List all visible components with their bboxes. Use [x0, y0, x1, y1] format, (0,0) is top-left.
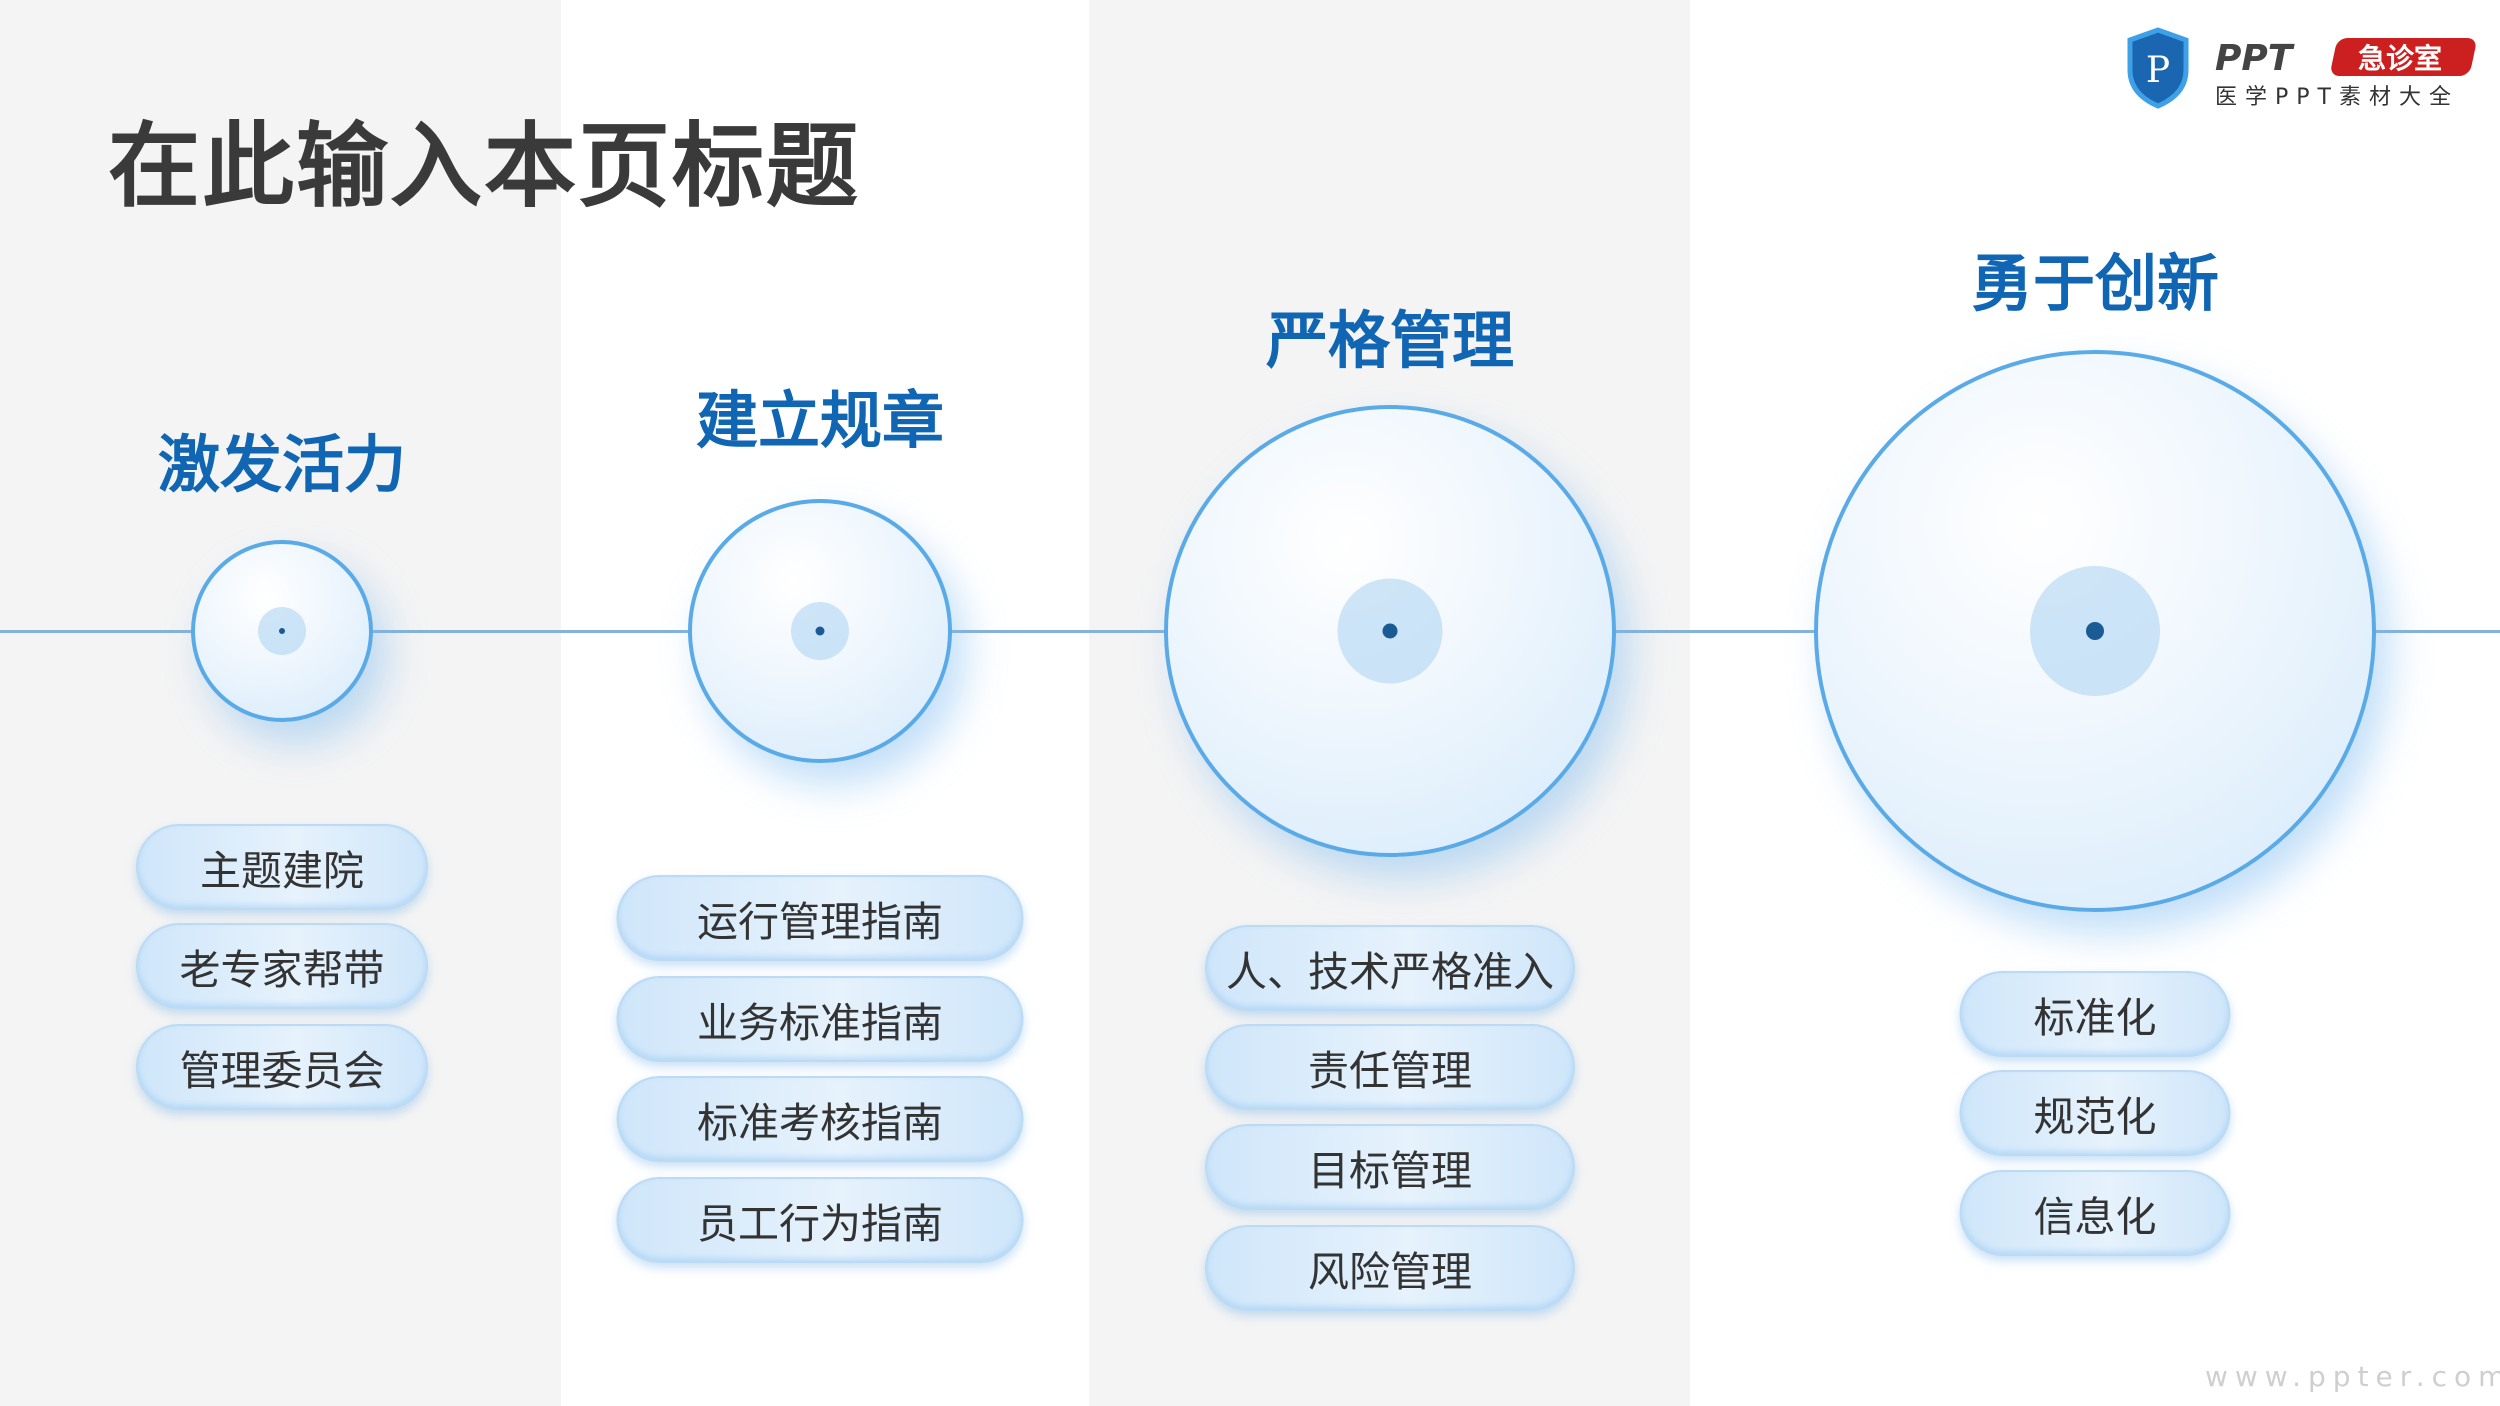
svg-text:PPT: PPT	[2215, 38, 2295, 79]
center-dot	[1382, 623, 1398, 639]
stage-circle	[1814, 350, 2376, 912]
svg-text:医学PPT素材大全: 医学PPT素材大全	[2215, 85, 2459, 110]
item-pill: 员工行为指南	[616, 1177, 1024, 1263]
center-dot	[815, 626, 825, 636]
column-heading: 建立规章	[695, 384, 945, 457]
column-heading: 激发活力	[157, 428, 407, 501]
item-pill: 人、技术严格准入	[1205, 925, 1575, 1011]
logo: P PPT 急诊室 医学PPT素材大全	[2127, 27, 2476, 110]
item-pill: 标准考核指南	[616, 1076, 1024, 1162]
item-pill: 目标管理	[1205, 1124, 1575, 1210]
item-pill: 运行管理指南	[616, 875, 1024, 961]
svg-text:P: P	[2146, 50, 2170, 91]
stage-circle	[191, 540, 373, 722]
column-heading: 严格管理	[1265, 304, 1515, 377]
item-pill: 业务标准指南	[616, 976, 1024, 1062]
item-pill: 责任管理	[1205, 1024, 1575, 1110]
item-pill: 风险管理	[1205, 1225, 1575, 1311]
footer-url: www.ppter.com	[2205, 1360, 2500, 1393]
center-dot	[279, 628, 285, 634]
item-pill: 主题建院	[136, 824, 428, 910]
stage-circle	[688, 499, 952, 763]
center-dot	[2086, 622, 2104, 640]
svg-text:急诊室: 急诊室	[2358, 42, 2442, 75]
item-pill: 规范化	[1959, 1070, 2231, 1156]
item-pill: 标准化	[1959, 971, 2231, 1057]
item-pill: 管理委员会	[136, 1024, 428, 1110]
item-pill: 老专家帮带	[136, 923, 428, 1009]
column-heading: 勇于创新	[1970, 247, 2220, 320]
stage-circle	[1164, 405, 1616, 857]
item-pill: 信息化	[1959, 1170, 2231, 1256]
shield-icon	[2127, 27, 2189, 109]
page-title: 在此输入本页标题	[108, 113, 861, 220]
